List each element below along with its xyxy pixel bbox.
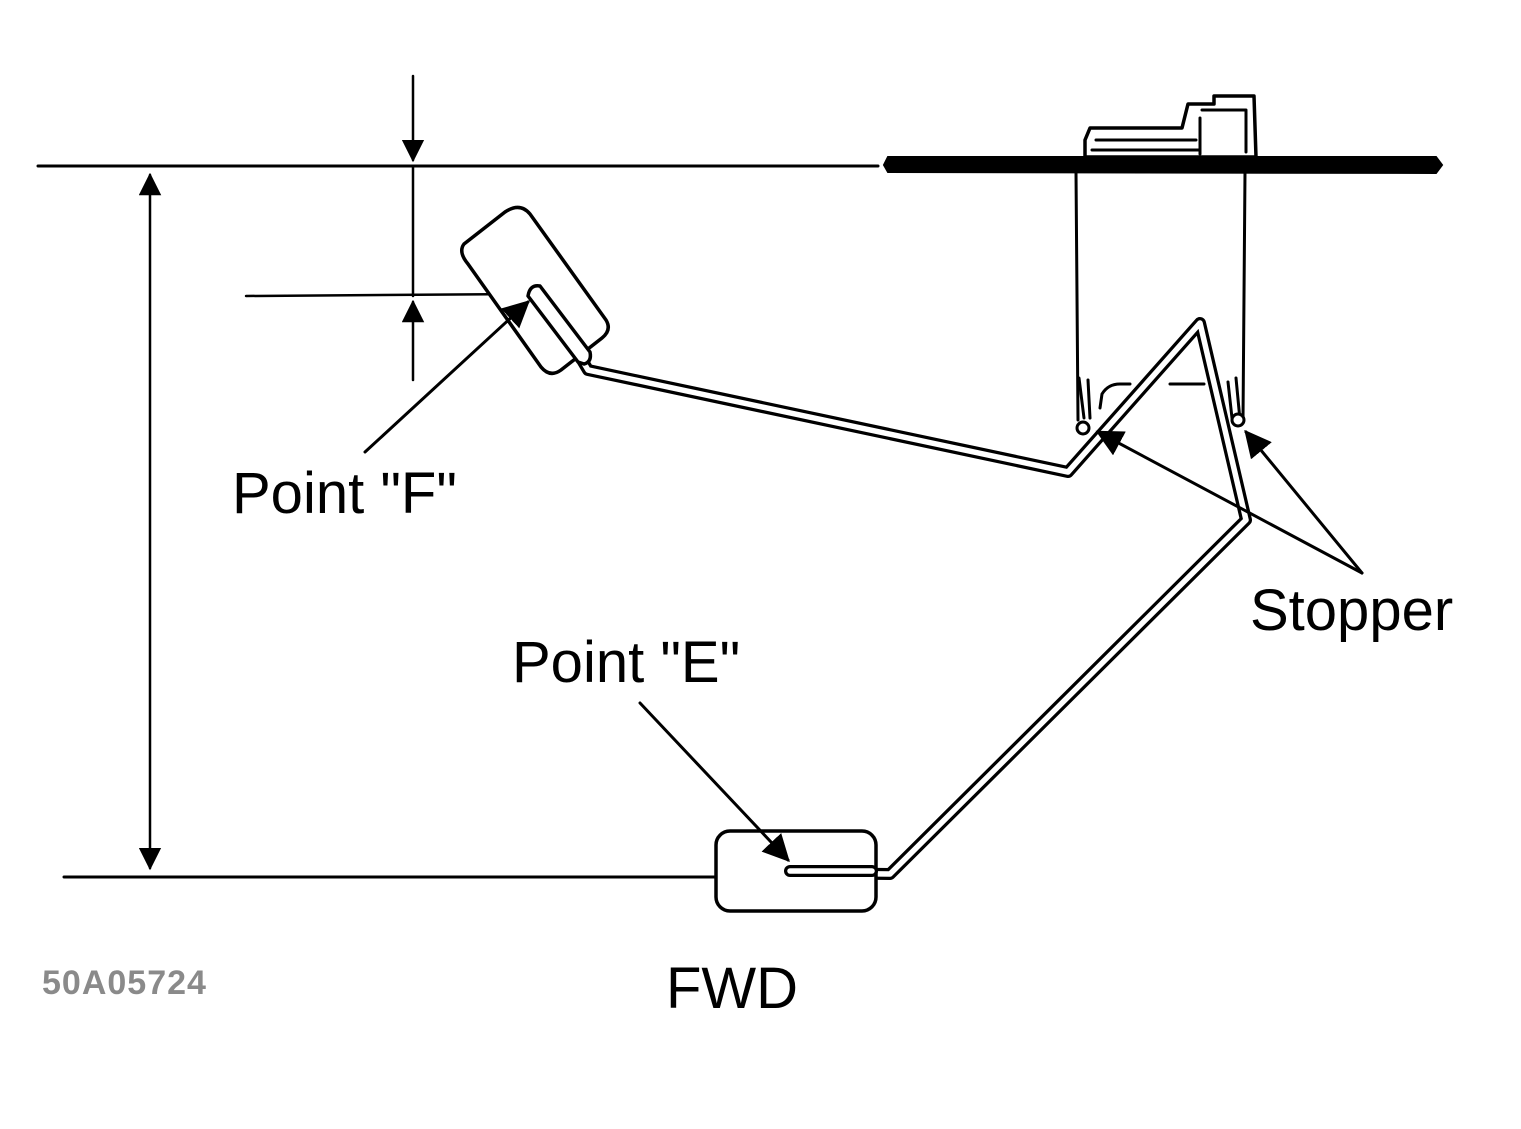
point-f-reference-line <box>244 292 530 298</box>
point-f-label: Point "F" <box>232 461 457 526</box>
float-point-e <box>714 829 878 913</box>
stopper-left-pin <box>1075 420 1091 436</box>
figure-code: 50A05724 <box>42 964 207 1002</box>
dimension-lines <box>138 74 425 871</box>
reference-lines <box>36 164 880 879</box>
tank-flange <box>882 156 1444 175</box>
sender-body <box>1074 170 1247 436</box>
sender-top-cap <box>1083 94 1258 159</box>
point-e-label: Point "E" <box>512 630 740 695</box>
float-arm-rod <box>539 292 1252 880</box>
point-f-leader <box>363 300 530 454</box>
fwd-label: FWD <box>666 956 798 1021</box>
point-e-leader <box>638 701 790 862</box>
stopper-right-pin <box>1230 412 1246 428</box>
stopper-label: Stopper <box>1250 578 1453 643</box>
stopper-leader-left <box>1095 430 1364 575</box>
stopper-leader-right <box>1244 429 1364 575</box>
float-point-f <box>460 205 610 376</box>
leader-arrows <box>363 300 1364 862</box>
